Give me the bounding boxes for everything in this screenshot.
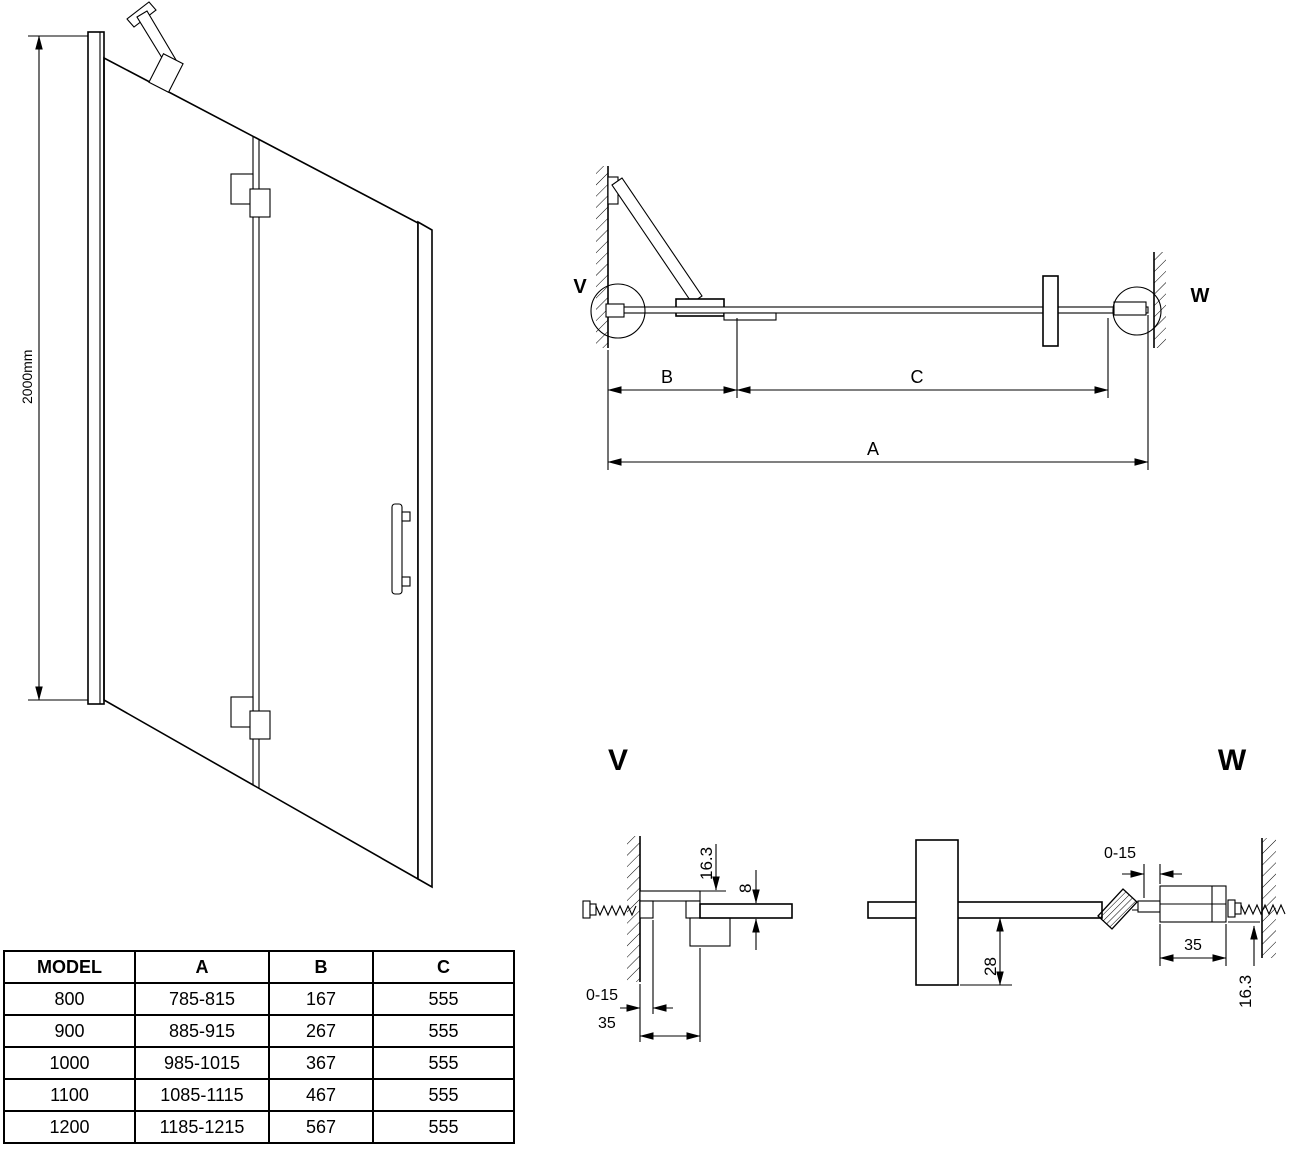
detail-w: W 0-15 35	[867, 744, 1286, 1008]
wall-hatch-left	[596, 166, 608, 348]
wall-profile	[87, 31, 105, 705]
table-cell: 900	[3, 1014, 136, 1048]
table-cell: 555	[372, 1014, 515, 1048]
support-plate-section	[915, 839, 959, 986]
table-cell: 555	[372, 1046, 515, 1080]
table-cell: 1085-1115	[134, 1078, 270, 1112]
table-cell: 800	[3, 982, 136, 1016]
dim-label-28: 28	[981, 957, 1000, 976]
wall-profile-section	[1159, 885, 1227, 923]
detail-v-fitting	[605, 303, 625, 318]
front-view: 2000mm	[19, 1, 433, 889]
dim-label-b: B	[661, 367, 673, 387]
fixing-screw	[582, 900, 637, 919]
column-header-model: MODEL	[3, 950, 136, 984]
handle-mount	[401, 511, 411, 522]
detail-v: V 16.3 8 0-15 3	[582, 744, 793, 1042]
wall-hatch	[627, 836, 640, 982]
wall-fitting-plan	[1113, 301, 1147, 316]
column-header-b: B	[268, 950, 374, 984]
glass-panel	[103, 56, 419, 881]
dim-label-163: 16.3	[1236, 975, 1255, 1008]
table-cell: 1185-1215	[134, 1110, 270, 1144]
column-header-c: C	[372, 950, 515, 984]
dim-label-015: 0-15	[586, 987, 618, 1004]
detail-circle-v	[590, 283, 646, 339]
fixing-screw	[1227, 899, 1286, 918]
brace-glass-clamp	[148, 53, 184, 93]
dim-label-35: 35	[1184, 937, 1202, 954]
dim-label-163: 16.3	[697, 847, 716, 880]
wall-hatch	[1262, 838, 1276, 958]
table-cell: 367	[268, 1046, 374, 1080]
pivot-hinge-section	[1097, 888, 1138, 930]
plan-label-w: W	[1191, 285, 1210, 307]
table-cell: 167	[268, 982, 374, 1016]
table-cell: 555	[372, 982, 515, 1016]
support-plate-plan	[1042, 275, 1059, 347]
door-handle	[391, 503, 403, 595]
table-cell: 555	[372, 1078, 515, 1112]
glass-section	[867, 901, 1103, 919]
hinge-link	[1137, 900, 1161, 913]
table-cell: 885-915	[134, 1014, 270, 1048]
glass-section	[699, 903, 793, 919]
column-header-a: A	[134, 950, 270, 984]
door-pivot-piece	[723, 312, 777, 321]
wall-hatch-right	[1154, 252, 1166, 348]
dim-label-35: 35	[598, 1015, 616, 1032]
table-cell: 1100	[3, 1078, 136, 1112]
dim-label-c: C	[911, 367, 924, 387]
size-table-header-row: MODEL A B C	[3, 950, 515, 984]
plan-label-v: V	[573, 276, 587, 298]
table-cell: 555	[372, 1110, 515, 1144]
detail-w-title: W	[1218, 744, 1247, 777]
door-edge-profile	[417, 220, 433, 889]
top-hinge	[249, 188, 271, 218]
dim-label-015: 0-15	[1104, 845, 1136, 862]
dim-label-a: A	[867, 439, 879, 459]
glass-plan	[611, 306, 1149, 314]
bottom-hinge	[249, 710, 271, 740]
plan-view: V W B C A	[573, 166, 1210, 470]
table-cell: 1000	[3, 1046, 136, 1080]
table-cell: 985-1015	[134, 1046, 270, 1080]
table-cell: 467	[268, 1078, 374, 1112]
detail-circle-w	[1112, 286, 1162, 336]
brace-arm-plan	[611, 177, 703, 304]
table-cell: 567	[268, 1110, 374, 1144]
table-cell: 785-815	[134, 982, 270, 1016]
detail-v-title: V	[608, 744, 628, 777]
table-cell: 1200	[3, 1110, 136, 1144]
table-cell: 267	[268, 1014, 374, 1048]
dim-label-8: 8	[736, 884, 755, 893]
height-dim-label: 2000mm	[19, 350, 35, 404]
handle-mount	[401, 576, 411, 587]
